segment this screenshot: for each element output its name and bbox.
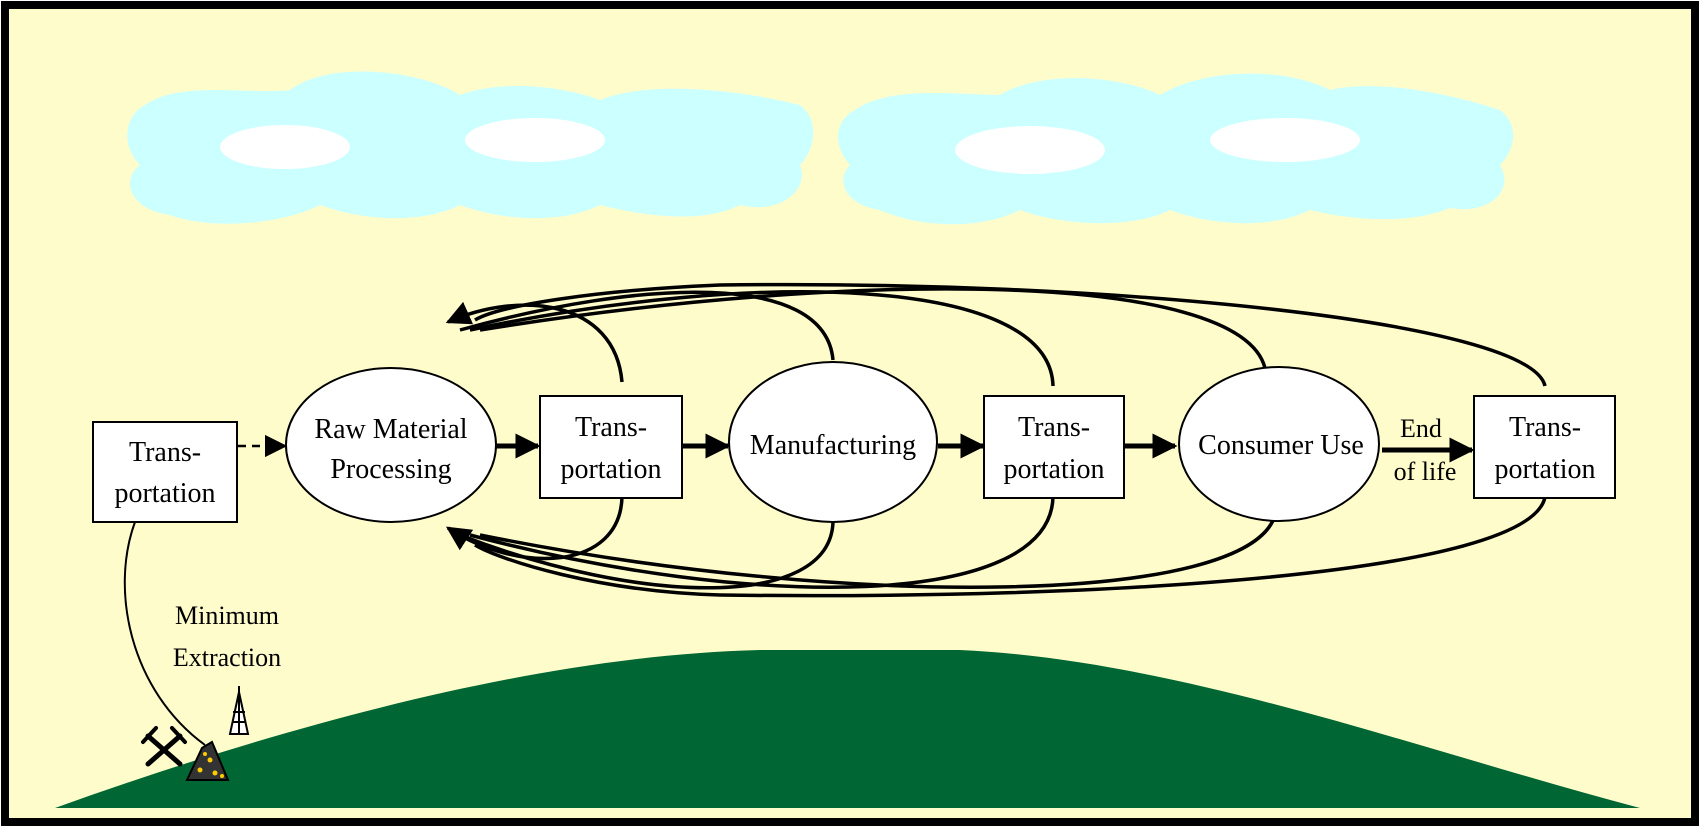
flow-arrows: [238, 433, 1475, 463]
arc-top-transport-2: [445, 301, 624, 383]
node-transport-3-line-1: Trans-: [1018, 412, 1090, 443]
oil-derrick-icon: [228, 686, 250, 735]
node-transport-3: Trans- portation: [983, 395, 1125, 499]
arc-top-transport-3: [469, 290, 1055, 387]
extraction-line: [123, 521, 206, 746]
arc-bottom-manufacturing: [459, 521, 835, 590]
node-transport-2-line-1: Trans-: [575, 412, 647, 443]
node-manufacturing: Manufacturing: [728, 361, 938, 523]
node-raw-material-line-2: Processing: [330, 454, 451, 485]
node-raw-material-processing: Raw Material Processing: [285, 367, 497, 523]
end-of-life-label-line-1: End: [1400, 414, 1442, 443]
arc-bottom-transport-4: [474, 496, 1547, 598]
cloud-puff-3: [955, 126, 1105, 174]
cloud-right: [838, 73, 1514, 225]
node-transport-1-line-2: portation: [114, 478, 215, 509]
arc-top-manufacturing: [459, 290, 835, 361]
node-transport-1-line-1: Trans-: [129, 437, 201, 468]
node-transport-2: Trans- portation: [539, 395, 683, 499]
clouds: [127, 71, 1514, 225]
node-transport-1: Trans- portation: [92, 421, 238, 523]
end-of-life-label-line-2: of life: [1394, 457, 1457, 486]
feedback-arcs-top: [445, 282, 1547, 387]
node-consumer-use: Consumer Use: [1178, 366, 1380, 522]
node-transport-2-line-2: portation: [560, 454, 661, 485]
node-transport-3-line-2: portation: [1003, 454, 1104, 485]
node-transport-4-line-2: portation: [1494, 454, 1595, 485]
arc-top-transport-4: [474, 282, 1547, 387]
minimum-extraction-label-line-2: Extraction: [173, 643, 281, 672]
arc-bottom-consumer-use: [479, 514, 1277, 589]
cloud-puff-2: [465, 118, 605, 162]
ore-pile-icon: [185, 740, 230, 781]
node-manufacturing-label: Manufacturing: [750, 430, 916, 461]
earth-hill: [55, 650, 1640, 808]
minimum-extraction-label-line-1: Minimum: [175, 601, 279, 630]
node-transport-4-line-1: Trans-: [1509, 412, 1581, 443]
node-consumer-use-label: Consumer Use: [1198, 430, 1364, 461]
cloud-puff-1: [220, 125, 350, 169]
pickaxes-icon: [141, 726, 187, 767]
node-transport-4: Trans- portation: [1473, 395, 1616, 499]
node-raw-material-line-1: Raw Material: [314, 414, 467, 445]
feedback-arcs-bottom: [445, 496, 1547, 598]
cloud-puff-4: [1210, 118, 1360, 162]
arc-bottom-transport-3: [469, 496, 1055, 589]
